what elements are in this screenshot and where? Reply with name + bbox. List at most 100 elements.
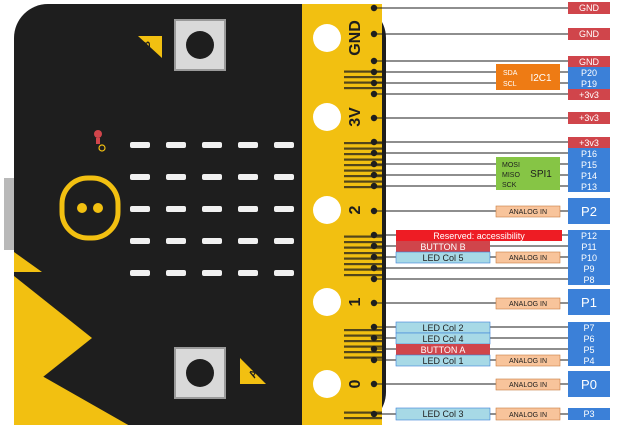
pin-v33-2: +3v3 (579, 113, 599, 123)
led (202, 238, 222, 244)
led (238, 174, 258, 180)
pin-dot (370, 207, 378, 215)
pin-dot (370, 171, 378, 179)
pin-dot (370, 90, 378, 98)
led (166, 270, 186, 276)
pin-dot (370, 275, 378, 283)
pin-p0: P0 (581, 377, 597, 392)
edge-finger (344, 241, 382, 244)
led (238, 142, 258, 148)
fn-reserved: Reserved: accessibility (433, 231, 525, 241)
function-boxes: Reserved: accessibility BUTTON B LED Col… (395, 205, 562, 421)
pin-dot (370, 410, 378, 418)
pin-p12: P12 (581, 231, 597, 241)
pin-dot (370, 253, 378, 261)
edge-finger (344, 235, 382, 238)
pin-dot (370, 345, 378, 353)
pin-dot (370, 380, 378, 388)
pin-dot (370, 356, 378, 364)
edge-finger (344, 76, 382, 79)
led (202, 142, 222, 148)
i2c-sda: SDA (503, 70, 518, 77)
i2c-block: SDA SCL I2C1 (496, 64, 560, 90)
pin-p14: P14 (581, 171, 597, 181)
edge-finger (344, 340, 382, 343)
edge-finger (344, 164, 382, 167)
led (166, 238, 186, 244)
analog-in-p4: ANALOG IN (509, 358, 547, 365)
pin-dot (370, 138, 378, 146)
edge-finger (344, 153, 382, 156)
edge-finger (344, 257, 382, 260)
edge-label-gnd: GND (347, 20, 364, 56)
pin-dot (370, 68, 378, 76)
pin-dot (370, 79, 378, 87)
edge-fingers (344, 70, 382, 420)
corner-accent-mid (14, 276, 92, 400)
led (166, 174, 186, 180)
pin-p20: P20 (581, 68, 597, 78)
pin-v33-3: +3v3 (579, 138, 599, 148)
pin-p3: P3 (583, 409, 594, 419)
pin-dot (370, 334, 378, 342)
edge-finger (344, 274, 382, 277)
led (274, 238, 294, 244)
pad-gnd: GND (313, 20, 364, 56)
pin-gnd-2: GND (579, 29, 600, 39)
board: GND 3V 2 1 0 B (4, 4, 386, 426)
pin-dot (370, 182, 378, 190)
i2c-name: I2C1 (530, 73, 552, 84)
microbit-logo (59, 175, 121, 241)
pin-v33-1: +3v3 (579, 90, 599, 100)
led (130, 206, 150, 212)
analog-in-p2: ANALOG IN (509, 209, 547, 216)
pin-p9: P9 (583, 264, 594, 274)
usb-connector (4, 178, 14, 250)
pin-dot (370, 4, 378, 12)
edge-finger (344, 70, 382, 73)
fn-button-a: BUTTON A (421, 345, 466, 355)
pin-dot (370, 231, 378, 239)
pin-p16: P16 (581, 149, 597, 159)
button-b-marker: B (138, 36, 162, 58)
pin-dot (370, 149, 378, 157)
edge-finger (344, 411, 382, 414)
pad-1: 1 (313, 288, 364, 316)
led (166, 206, 186, 212)
spi-sck: SCK (502, 182, 517, 189)
led (202, 270, 222, 276)
led (274, 174, 294, 180)
spi-miso: MISO (502, 172, 520, 179)
edge-finger (344, 417, 382, 420)
pin-p5: P5 (583, 345, 594, 355)
edge-finger (344, 175, 382, 178)
edge-finger (344, 252, 382, 255)
edge-finger (344, 147, 382, 150)
microphone-icon (94, 130, 106, 152)
fn-led-col-3: LED Col 3 (422, 409, 463, 419)
pin-p6: P6 (583, 334, 594, 344)
pin-dot (370, 264, 378, 272)
led (238, 270, 258, 276)
button-b[interactable] (174, 19, 226, 71)
fn-led-col-4: LED Col 4 (422, 334, 463, 344)
pin-gnd-1: GND (579, 3, 600, 13)
pin-dot (370, 242, 378, 250)
analog-in-p0: ANALOG IN (509, 382, 547, 389)
led (130, 270, 150, 276)
corner-accent-top (14, 252, 42, 272)
button-a[interactable] (174, 347, 226, 399)
fn-button-b: BUTTON B (420, 242, 465, 252)
pin-labels: GND GND GND P20 P19 +3v3 +3v3 +3v3 P16 P… (568, 2, 610, 420)
pin-dot (370, 299, 378, 307)
pin-p19: P19 (581, 79, 597, 89)
pin-gnd-3: GND (579, 57, 600, 67)
pad-2: 2 (313, 196, 364, 224)
fn-led-col-1: LED Col 1 (422, 356, 463, 366)
led (238, 206, 258, 212)
edge-finger (344, 345, 382, 348)
pin-lines (370, 4, 568, 418)
led (274, 270, 294, 276)
edge-finger (344, 246, 382, 249)
